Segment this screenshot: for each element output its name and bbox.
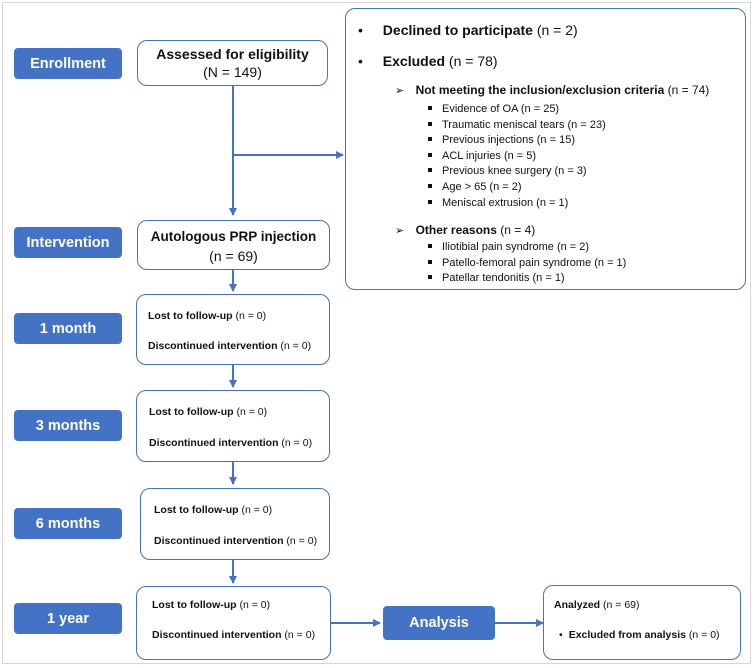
criteria-label: Not meeting the inclusion/exclusion crit… <box>415 83 665 97</box>
stage-6-months: 6 months <box>14 508 122 539</box>
excluded-count: (n = 78) <box>445 53 498 69</box>
square-bullet-icon <box>428 259 432 264</box>
bullet-icon: • <box>358 53 363 69</box>
disc-label: Discontinued intervention <box>154 535 284 547</box>
eligibility-count: (N = 149) <box>203 64 262 80</box>
lost-count: (n = 0) <box>236 599 271 611</box>
square-bullet-icon <box>428 168 432 173</box>
criteria-count: (n = 74) <box>664 83 710 97</box>
stage-enrollment: Enrollment <box>14 48 122 79</box>
excluded-label: Excluded <box>382 53 446 69</box>
square-bullet-icon <box>428 121 432 126</box>
list-item: Age > 65 (n = 2) <box>428 180 606 196</box>
square-bullet-icon <box>428 244 432 248</box>
declined-count: (n = 2) <box>532 22 578 38</box>
square-bullet-icon <box>428 152 432 157</box>
lost-label: Lost to follow-up <box>149 406 234 418</box>
stage-analysis: Analysis <box>383 606 495 640</box>
injection-title: Autologous PRP injection <box>150 229 317 244</box>
exclusion-box: • Declined to participate (n = 2) • Excl… <box>345 8 746 290</box>
analyzed-count: (n = 69) <box>600 599 640 611</box>
disc-label: Discontinued intervention <box>152 629 282 641</box>
bullet-icon: • <box>358 22 363 38</box>
square-bullet-icon <box>428 137 432 142</box>
list-item: Previous injections (n = 15) <box>428 133 606 149</box>
followup-box-3-months: Lost to follow-up (n = 0) Discontinued i… <box>136 390 330 462</box>
list-item: Iliotibial pain syndrome (n = 2) <box>428 240 626 256</box>
followup-box-6-months: Lost to follow-up (n = 0) Discontinued i… <box>140 488 330 560</box>
injection-box: Autologous PRP injection (n = 69) <box>137 220 330 270</box>
lost-count: (n = 0) <box>232 310 267 322</box>
lost-label: Lost to follow-up <box>154 504 239 516</box>
list-item: Evidence of OA (n = 25) <box>428 102 606 118</box>
square-bullet-icon <box>428 183 432 188</box>
bullet-icon: • <box>559 629 563 641</box>
disc-label: Discontinued intervention <box>148 340 278 352</box>
analyzed-label: Analyzed <box>554 599 601 611</box>
other-heading: ➢ Other reasons (n = 4) <box>395 223 535 237</box>
criteria-list: Evidence of OA (n = 25) Traumatic menisc… <box>428 102 606 211</box>
list-item: ACL injuries (n = 5) <box>428 149 606 165</box>
lost-count: (n = 0) <box>233 406 268 418</box>
list-item: Traumatic meniscal tears (n = 23) <box>428 118 606 134</box>
list-item: Previous knee surgery (n = 3) <box>428 164 606 180</box>
other-count: (n = 4) <box>496 223 536 237</box>
other-label: Other reasons <box>415 223 497 237</box>
list-item: Patello-femoral pain syndrome (n = 1) <box>428 256 626 272</box>
square-bullet-icon <box>428 199 432 204</box>
disc-count: (n = 0) <box>281 629 316 641</box>
stage-1-year: 1 year <box>14 603 122 634</box>
lost-count: (n = 0) <box>238 504 273 516</box>
lost-label: Lost to follow-up <box>152 599 237 611</box>
list-item: Patellar tendonitis (n = 1) <box>428 271 626 287</box>
eligibility-box: Assessed for eligibility (N = 149) <box>137 40 328 86</box>
declined-row: • Declined to participate (n = 2) <box>358 22 578 38</box>
injection-count: (n = 69) <box>209 248 258 264</box>
stage-3-months: 3 months <box>14 410 122 441</box>
stage-intervention: Intervention <box>14 227 122 258</box>
excluded-from-analysis-count: (n = 0) <box>685 629 720 641</box>
disc-label: Discontinued intervention <box>149 437 279 449</box>
disc-count: (n = 0) <box>278 437 313 449</box>
excluded-from-analysis-label: Excluded from analysis <box>568 629 686 641</box>
eligibility-title: Assessed for eligibility <box>156 46 309 62</box>
excluded-row: • Excluded (n = 78) <box>358 53 498 69</box>
other-list: Iliotibial pain syndrome (n = 2) Patello… <box>428 240 626 287</box>
criteria-heading: ➢ Not meeting the inclusion/exclusion cr… <box>395 83 709 97</box>
disc-count: (n = 0) <box>277 340 312 352</box>
declined-label: Declined to participate <box>382 22 533 38</box>
arrowhead-bullet-icon: ➢ <box>395 225 405 237</box>
followup-box-1-year: Lost to follow-up (n = 0) Discontinued i… <box>136 586 331 660</box>
square-bullet-icon <box>428 106 432 110</box>
analyzed-box: Analyzed (n = 69) • Excluded from analysi… <box>543 585 741 660</box>
square-bullet-icon <box>428 275 432 280</box>
lost-label: Lost to follow-up <box>148 310 233 322</box>
stage-1-month: 1 month <box>14 313 122 344</box>
list-item: Meniscal extrusion (n = 1) <box>428 196 606 212</box>
followup-box-1-month: Lost to follow-up (n = 0) Discontinued i… <box>136 294 330 365</box>
disc-count: (n = 0) <box>283 535 318 547</box>
arrowhead-bullet-icon: ➢ <box>395 85 405 97</box>
